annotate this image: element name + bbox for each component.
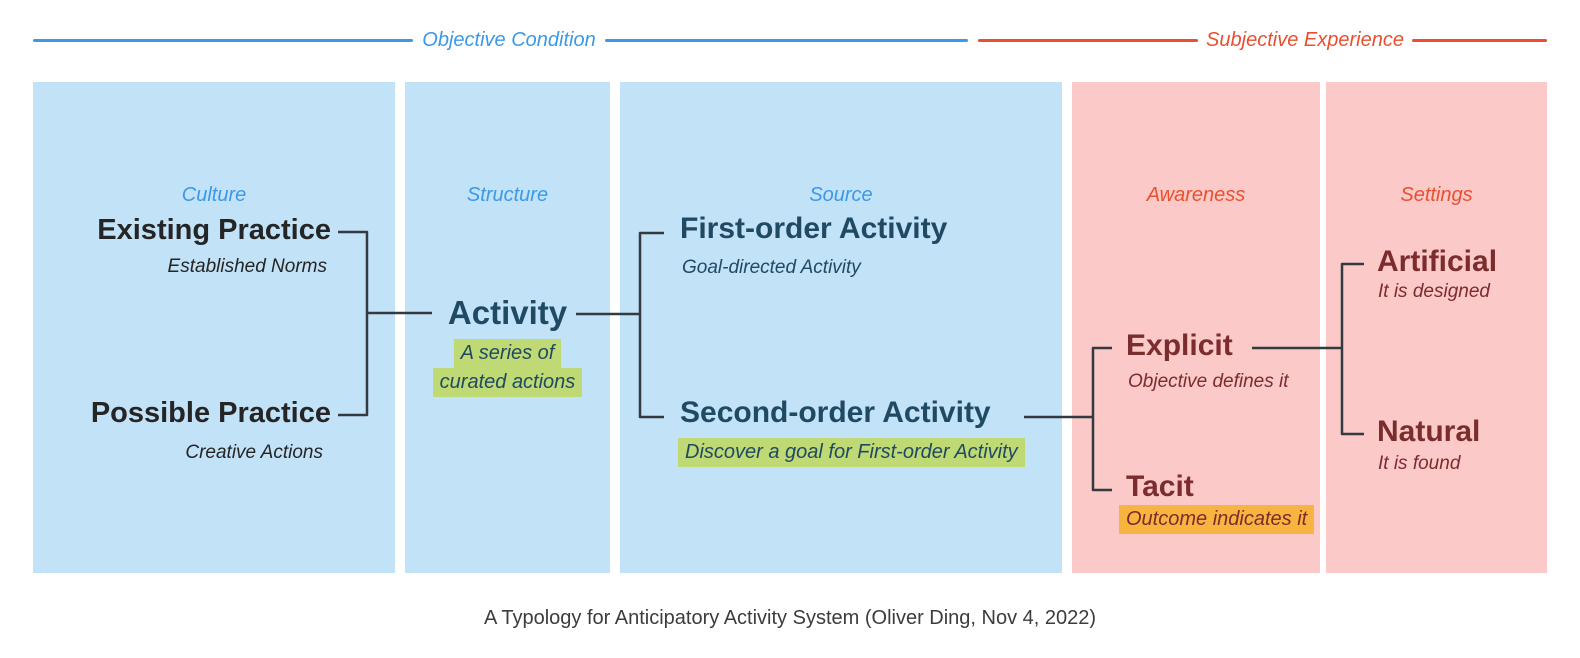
subjective-line-left — [978, 39, 1198, 42]
natural-title: Natural — [1377, 415, 1481, 448]
source-column-label: Source — [809, 184, 873, 206]
culture-column-label: Culture — [181, 184, 247, 206]
settings-column-label: Settings — [1400, 184, 1473, 206]
existing-practice-subtitle: Established Norms — [167, 256, 327, 277]
natural-subtitle: It is found — [1378, 453, 1461, 474]
activity-subtitle-line-1: A series of — [453, 339, 562, 368]
objective-line-left — [33, 39, 413, 42]
first-order-activity-title: First-order Activity — [680, 212, 948, 245]
second-order-subtitle-text: Discover a goal for First-order Activity — [678, 438, 1025, 467]
explicit-title: Explicit — [1126, 329, 1233, 362]
objective-line-right — [605, 39, 968, 42]
activity-title: Activity — [447, 294, 568, 331]
panel-culture: Culture — [33, 82, 395, 573]
subjective-experience-label: Subjective Experience — [1206, 29, 1404, 51]
panel-awareness: Awareness — [1072, 82, 1320, 573]
tacit-title: Tacit — [1126, 470, 1194, 503]
artificial-subtitle: It is designed — [1378, 281, 1490, 302]
activity-subtitle: A series of curated actions — [405, 339, 610, 397]
possible-practice-title: Possible Practice — [90, 397, 331, 429]
diagram-caption: A Typology for Anticipatory Activity Sys… — [483, 607, 1097, 629]
panel-source: Source — [620, 82, 1062, 573]
second-order-activity-subtitle: Discover a goal for First-order Activity — [678, 438, 1025, 467]
explicit-subtitle: Objective defines it — [1128, 371, 1289, 392]
tacit-subtitle: Outcome indicates it — [1119, 505, 1315, 534]
awareness-column-label: Awareness — [1146, 184, 1246, 206]
structure-column-label: Structure — [466, 184, 549, 206]
activity-subtitle-line-2: curated actions — [432, 368, 583, 397]
existing-practice-title: Existing Practice — [97, 214, 331, 246]
second-order-activity-title: Second-order Activity — [680, 396, 991, 429]
tacit-subtitle-text: Outcome indicates it — [1119, 505, 1315, 534]
panel-structure: Structure — [405, 82, 610, 573]
first-order-activity-subtitle: Goal-directed Activity — [682, 257, 861, 278]
objective-condition-label: Objective Condition — [422, 29, 596, 51]
panel-settings: Settings — [1326, 82, 1547, 573]
subjective-line-right — [1412, 39, 1547, 42]
possible-practice-subtitle: Creative Actions — [185, 442, 323, 463]
artificial-title: Artificial — [1377, 245, 1498, 278]
